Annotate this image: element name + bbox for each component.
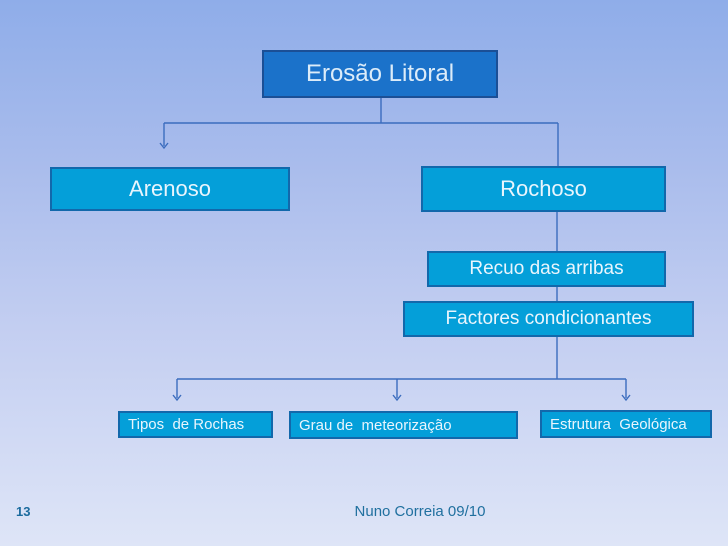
arrowhead-estrutura-icon <box>621 394 631 402</box>
arrowhead-tipos-icon <box>172 394 182 402</box>
node-factores-condicionantes-label: Factores condicionantes <box>445 308 652 329</box>
node-recuo-das-arribas-label: Recuo das arribas <box>469 258 624 279</box>
node-erosao-litoral-label: Erosão Litoral <box>305 60 455 87</box>
arrowhead-arenoso-icon <box>159 142 169 150</box>
slide-page-number: 13 <box>16 504 31 519</box>
node-erosao-litoral: Erosão Litoral <box>262 50 498 98</box>
node-arenoso-label: Arenoso <box>129 176 211 201</box>
slide-footer-text: Nuno Correia 09/10 <box>354 503 486 520</box>
node-grau-de-meteorizacao-label: Grau de meteorização <box>299 416 452 434</box>
node-rochoso: Rochoso <box>421 166 666 212</box>
node-estrutura-geologica-label: Estrutura Geológica <box>550 415 687 433</box>
node-estrutura-geologica: Estrutura Geológica <box>540 410 712 438</box>
arrowhead-grau-icon <box>392 394 402 402</box>
node-factores-condicionantes: Factores condicionantes <box>403 301 694 337</box>
node-arenoso: Arenoso <box>50 167 290 211</box>
node-tipos-de-rochas-label: Tipos de Rochas <box>128 416 245 433</box>
node-tipos-de-rochas: Tipos de Rochas <box>118 411 273 438</box>
node-grau-de-meteorizacao: Grau de meteorização <box>289 411 518 439</box>
node-recuo-das-arribas: Recuo das arribas <box>427 251 666 287</box>
node-rochoso-label: Rochoso <box>500 176 587 201</box>
